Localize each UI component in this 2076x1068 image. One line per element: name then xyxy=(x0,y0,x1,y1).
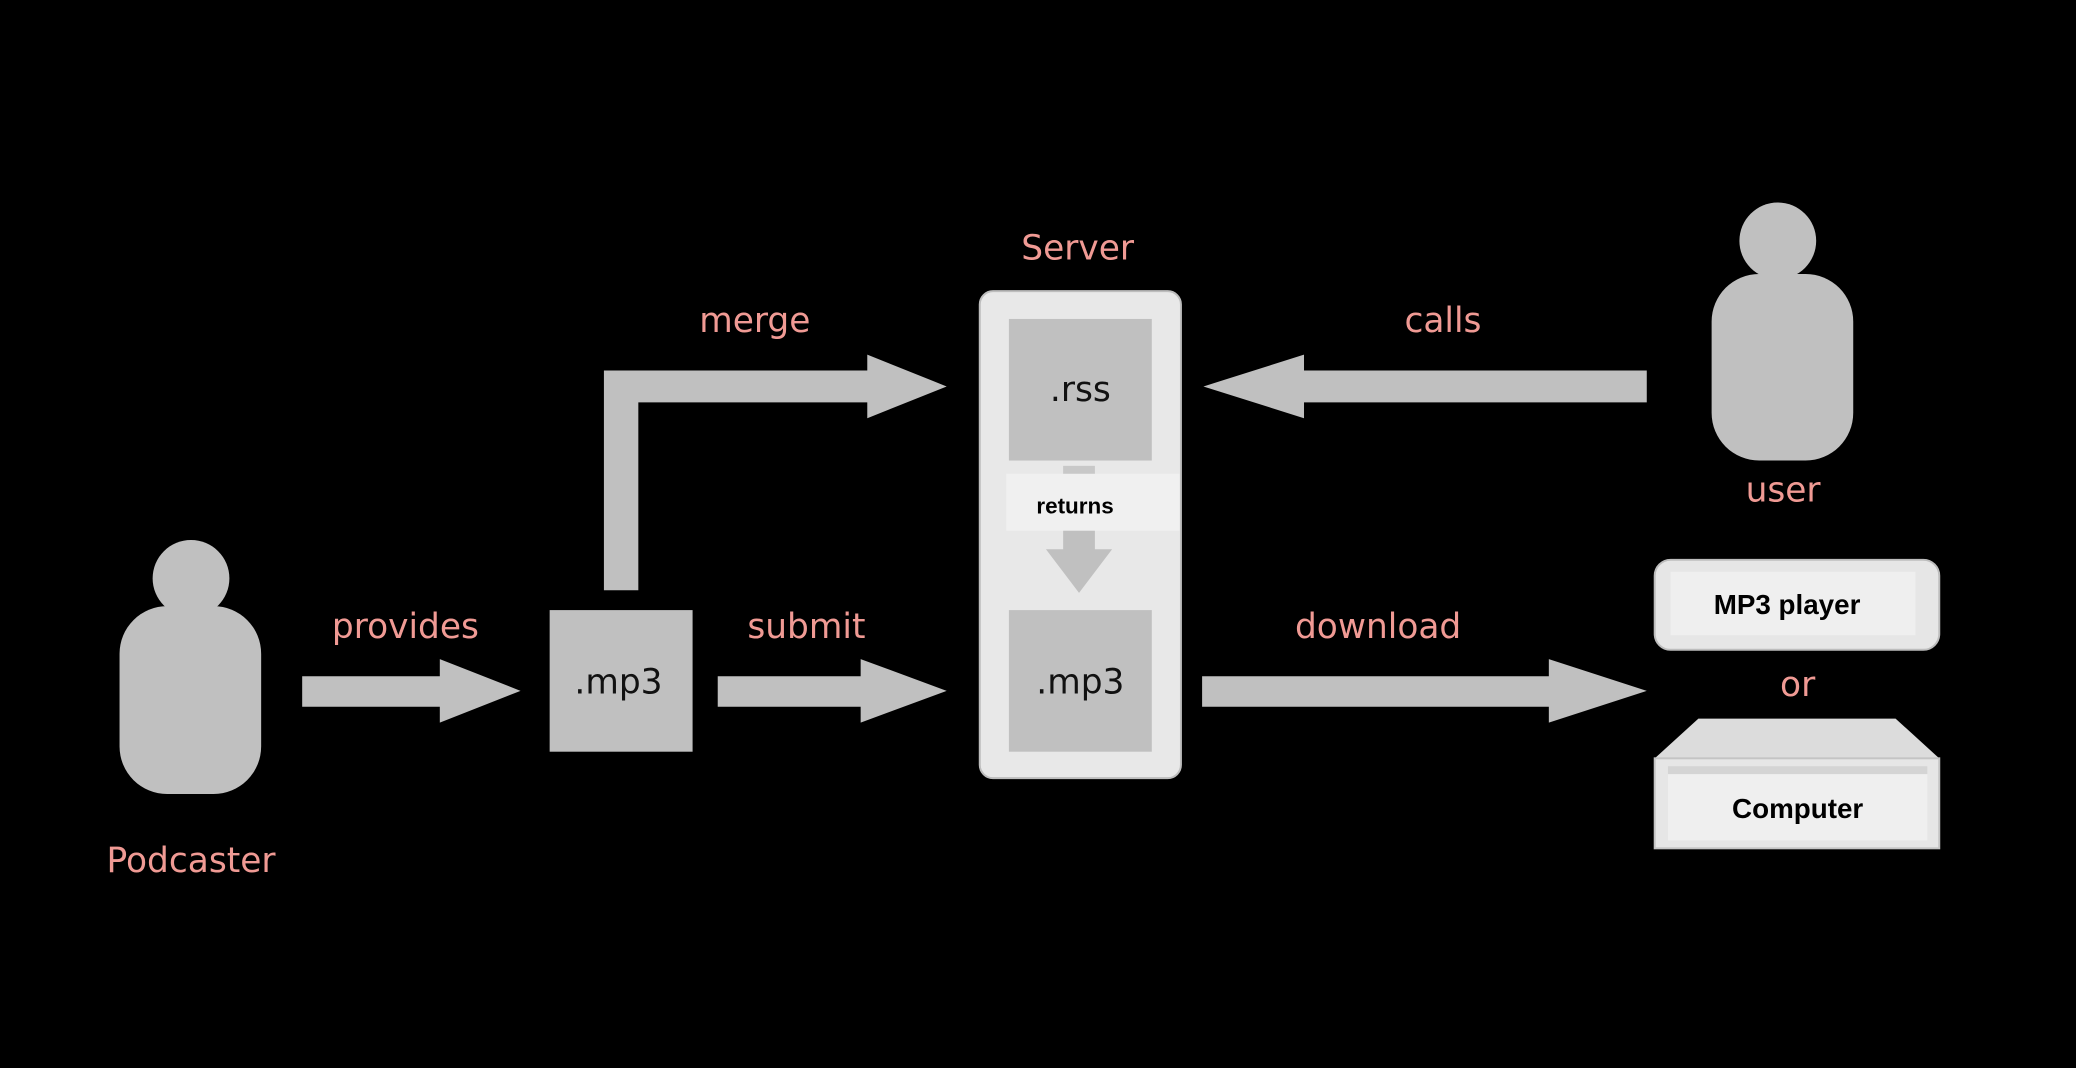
submit-label: submit xyxy=(747,607,865,647)
server-mp3-file xyxy=(1008,610,1152,752)
download-arrow xyxy=(1202,659,1647,723)
merge-label: merge xyxy=(699,301,810,341)
returns-down-arrow xyxy=(1045,530,1113,593)
podcaster-person-icon xyxy=(119,539,262,795)
or-label: or xyxy=(1780,665,1816,705)
user-person-icon xyxy=(1711,202,1854,461)
rss-label: .rss xyxy=(1050,370,1111,410)
computer-label: Computer xyxy=(1732,793,1863,824)
calls-label: calls xyxy=(1404,301,1481,341)
server-label: Server xyxy=(1021,228,1135,268)
returns-label: returns xyxy=(1036,493,1113,518)
merge-arrow xyxy=(603,354,947,591)
server-mp3-label: .mp3 xyxy=(1036,662,1124,702)
podcaster-label: Podcaster xyxy=(106,841,276,881)
user-label: user xyxy=(1746,471,1822,511)
local-mp3-file xyxy=(549,610,693,752)
returns-box xyxy=(1006,473,1180,531)
computer-device xyxy=(1653,718,1941,850)
local-mp3-label: .mp3 xyxy=(574,662,662,702)
provides-label: provides xyxy=(332,607,479,647)
mp3-player-label: MP3 player xyxy=(1714,589,1861,620)
mp3-player-device xyxy=(1653,558,1941,651)
download-label: download xyxy=(1295,607,1461,647)
provides-arrow xyxy=(302,659,521,723)
calls-arrow xyxy=(1203,354,1647,419)
rss-file xyxy=(1008,318,1152,461)
submit-arrow xyxy=(717,659,947,723)
